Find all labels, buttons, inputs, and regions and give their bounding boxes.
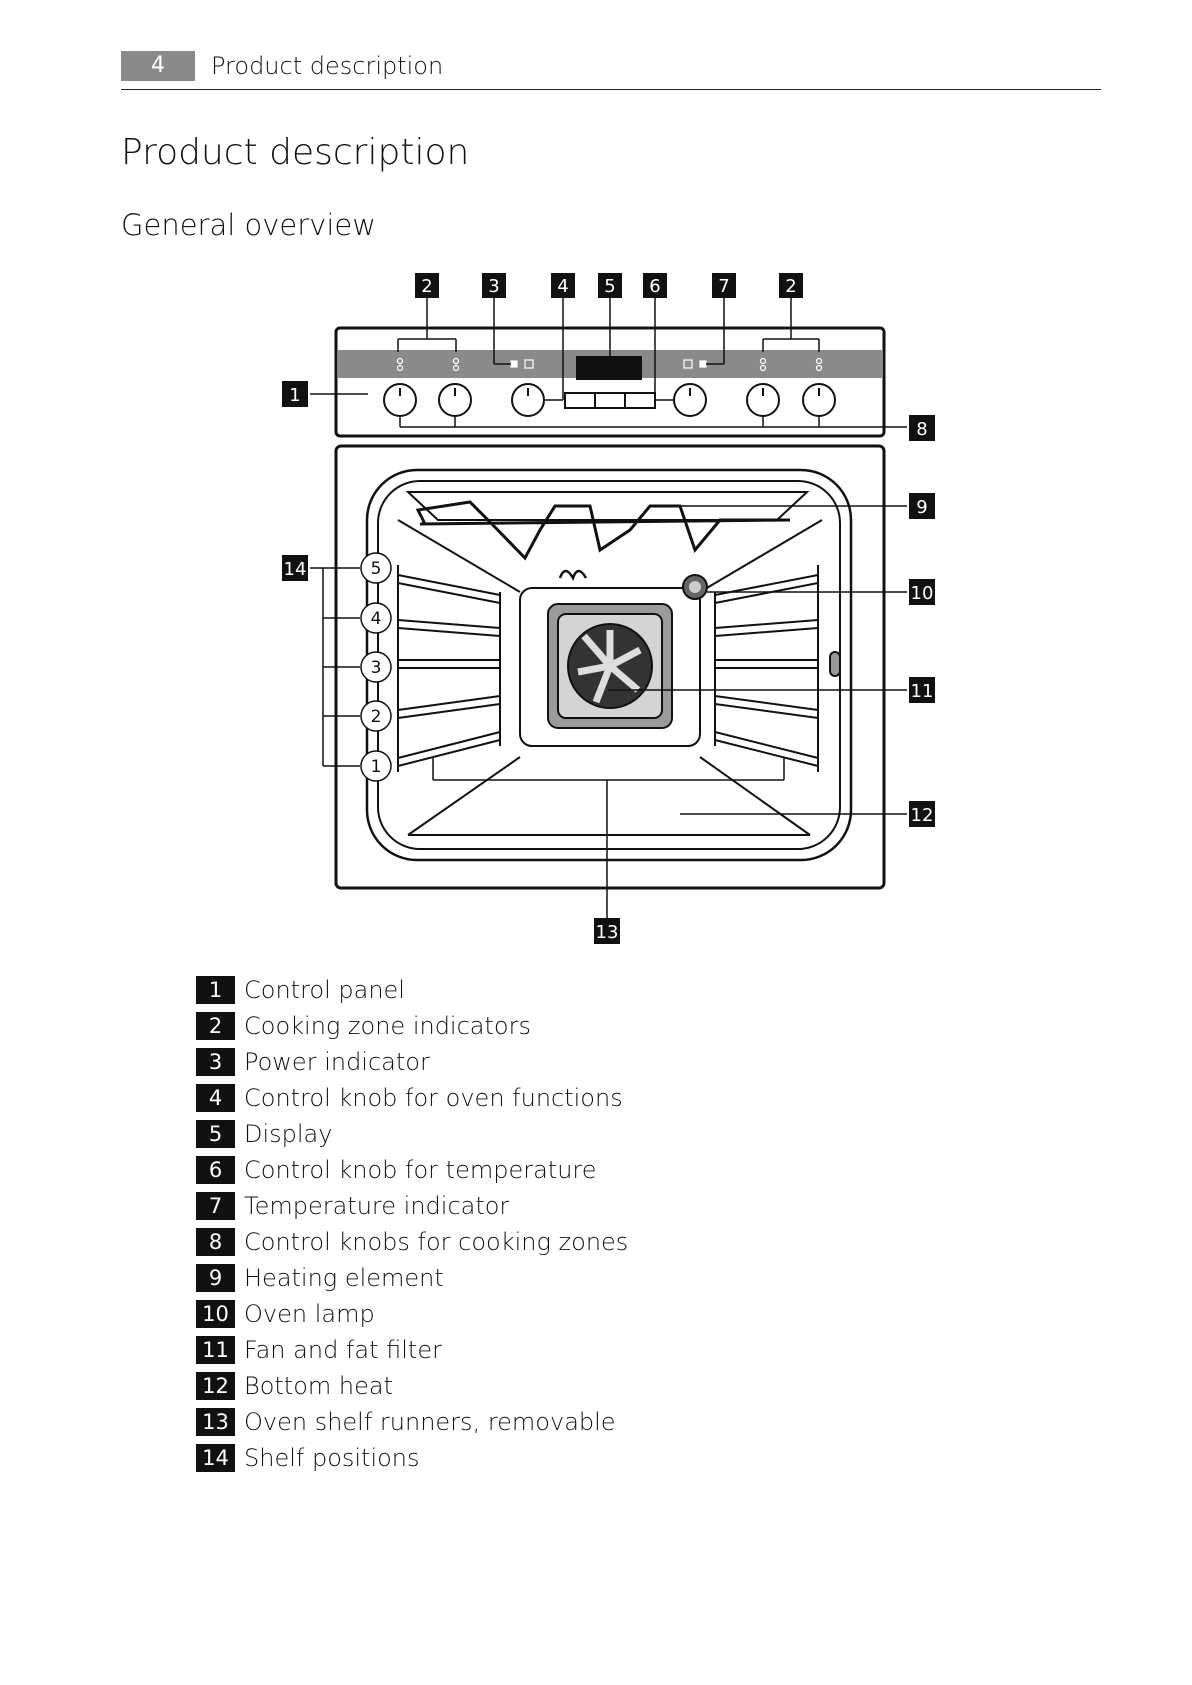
- running-title: Product description: [211, 52, 444, 80]
- oven-diagram: 2 3 4 5 6 7 2 1 8 9 10 11 12 13 14 5 4 3…: [282, 273, 935, 944]
- shelf-position-1: 1: [360, 750, 392, 782]
- legend-item: 13 Oven shelf runners, removable: [196, 1404, 628, 1440]
- legend-number: 6: [196, 1156, 235, 1184]
- page-title: Product description: [121, 132, 470, 173]
- legend-label: Oven lamp: [244, 1300, 375, 1328]
- legend-item: 2 Cooking zone indicators: [196, 1008, 628, 1044]
- legend-number: 3: [196, 1048, 235, 1076]
- legend-item: 6 Control knob for temperature: [196, 1152, 628, 1188]
- callout-2-right: 2: [779, 273, 803, 298]
- svg-text:5: 5: [371, 559, 382, 579]
- callout-11: 11: [909, 677, 935, 703]
- legend-item: 1 Control panel: [196, 972, 628, 1008]
- callout-1: 1: [282, 381, 308, 407]
- section-title: General overview: [121, 208, 376, 242]
- legend-label: Shelf positions: [244, 1444, 420, 1472]
- legend-label: Bottom heat: [244, 1372, 394, 1400]
- legend-label: Control panel: [244, 976, 405, 1004]
- svg-text:2: 2: [421, 276, 432, 297]
- legend-number: 14: [196, 1444, 235, 1472]
- page-header: 4 Product description: [121, 49, 1101, 90]
- shelf-position-5: 5: [360, 552, 392, 584]
- shelf-runners-right: [714, 565, 819, 772]
- display-button-3: [624, 392, 656, 409]
- legend-label: Control knob for oven functions: [244, 1084, 623, 1112]
- callout-3: 3: [482, 273, 506, 298]
- legend-number: 4: [196, 1084, 235, 1112]
- callout-5: 5: [598, 273, 622, 298]
- legend-item: 12 Bottom heat: [196, 1368, 628, 1404]
- legend-number: 5: [196, 1120, 235, 1148]
- legend-item: 7 Temperature indicator: [196, 1188, 628, 1224]
- display-window: [576, 356, 642, 380]
- legend-number: 2: [196, 1012, 235, 1040]
- legend-item: 9 Heating element: [196, 1260, 628, 1296]
- svg-text:8: 8: [916, 419, 927, 440]
- svg-text:12: 12: [911, 805, 934, 826]
- svg-text:1: 1: [289, 385, 300, 406]
- callout-2-left: 2: [415, 273, 439, 298]
- legend-number: 12: [196, 1372, 235, 1400]
- legend-item: 10 Oven lamp: [196, 1296, 628, 1332]
- legend-item: 4 Control knob for oven functions: [196, 1080, 628, 1116]
- back-wall: [519, 587, 701, 747]
- callout-7: 7: [712, 273, 736, 298]
- shelf-position-4: 4: [360, 602, 392, 634]
- legend-number: 1: [196, 976, 235, 1004]
- legend-item: 5 Display: [196, 1116, 628, 1152]
- fan-blades: [577, 630, 642, 704]
- legend-number: 13: [196, 1408, 235, 1436]
- svg-text:9: 9: [916, 497, 927, 518]
- legend-label: Cooking zone indicators: [244, 1012, 531, 1040]
- callout-14: 14: [282, 555, 308, 581]
- svg-text:10: 10: [911, 583, 934, 604]
- legend-label: Oven shelf runners, removable: [244, 1408, 616, 1436]
- svg-text:13: 13: [596, 922, 619, 943]
- svg-text:4: 4: [371, 609, 382, 629]
- legend-label: Display: [244, 1120, 333, 1148]
- legend-label: Power indicator: [244, 1048, 430, 1076]
- svg-text:5: 5: [604, 276, 615, 297]
- svg-text:6: 6: [649, 276, 660, 297]
- callout-10: 10: [909, 579, 935, 605]
- legend-item: 8 Control knobs for cooking zones: [196, 1224, 628, 1260]
- display-button-2: [594, 392, 626, 409]
- svg-text:3: 3: [371, 658, 382, 678]
- legend-label: Heating element: [244, 1264, 444, 1292]
- shelf-runners-left: [397, 565, 501, 772]
- svg-text:1: 1: [371, 757, 382, 777]
- svg-text:3: 3: [488, 276, 499, 297]
- svg-text:14: 14: [284, 559, 307, 580]
- callout-8: 8: [909, 415, 935, 441]
- svg-text:7: 7: [718, 276, 729, 297]
- legend-item: 3 Power indicator: [196, 1044, 628, 1080]
- legend-number: 8: [196, 1228, 235, 1256]
- callout-12: 12: [909, 801, 935, 827]
- callout-13: 13: [594, 918, 620, 944]
- legend-number: 7: [196, 1192, 235, 1220]
- legend-number: 9: [196, 1264, 235, 1292]
- legend-number: 10: [196, 1300, 235, 1328]
- heating-element: [415, 500, 791, 561]
- legend-number: 11: [196, 1336, 235, 1364]
- legend-label: Control knob for temperature: [244, 1156, 597, 1184]
- page-number: 4: [121, 51, 195, 81]
- svg-text:2: 2: [785, 276, 796, 297]
- callout-9: 9: [909, 493, 935, 519]
- leader-lines: [310, 296, 907, 918]
- callout-6: 6: [643, 273, 667, 298]
- legend-label: Control knobs for cooking zones: [244, 1228, 629, 1256]
- shelf-position-2: 2: [360, 700, 392, 732]
- svg-text:11: 11: [911, 681, 934, 702]
- display-button-1: [564, 392, 596, 409]
- svg-text:4: 4: [557, 276, 568, 297]
- svg-text:2: 2: [371, 707, 382, 727]
- legend-label: Temperature indicator: [244, 1192, 510, 1220]
- legend-label: Fan and fat filter: [244, 1336, 442, 1364]
- legend-item: 11 Fan and fat filter: [196, 1332, 628, 1368]
- callout-4: 4: [551, 273, 575, 298]
- shelf-position-3: 3: [360, 651, 392, 683]
- legend-item: 14 Shelf positions: [196, 1440, 628, 1476]
